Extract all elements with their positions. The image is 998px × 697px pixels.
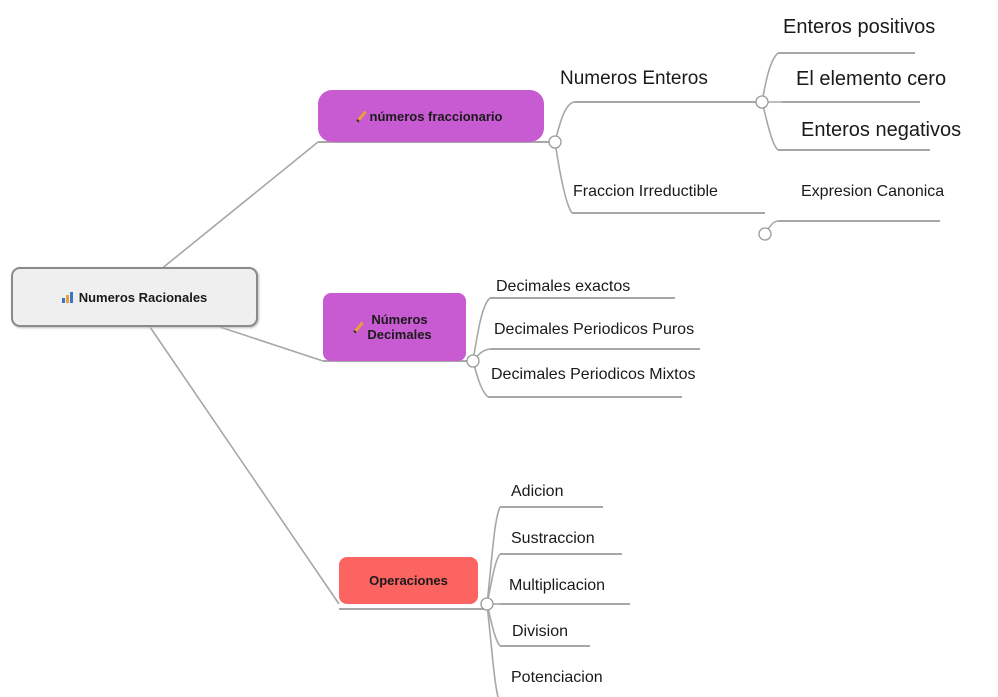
pencil-icon <box>353 321 365 333</box>
connector-enteros-positivos <box>761 52 779 103</box>
collapse-handle-fraccionario[interactable] <box>548 135 562 149</box>
topic-enteros-positivos[interactable]: Enteros positivos <box>783 16 936 38</box>
topic-division[interactable]: Division <box>512 623 569 640</box>
branch-label-line2: Decimales <box>367 327 432 342</box>
topic-fraccion-irreductible[interactable]: Fraccion Irreductible <box>573 183 718 200</box>
topic-numeros-enteros[interactable]: Numeros Enteros <box>560 68 708 89</box>
connector-root-decimales <box>219 326 324 362</box>
topic-sustraccion[interactable]: Sustraccion <box>511 530 595 547</box>
topic-decimales-periodicos-mixtos[interactable]: Decimales Periodicos Mixtos <box>491 366 696 383</box>
collapse-handle-fraccion-irreductible[interactable] <box>758 227 772 241</box>
topic-enteros-negativos[interactable]: Enteros negativos <box>801 119 962 141</box>
collapse-handle-operaciones[interactable] <box>480 597 494 611</box>
connector-enteros-negativos <box>761 101 779 151</box>
connector-dec-exactos <box>472 297 491 362</box>
branch-node-numeros-fraccionario[interactable]: números fraccionario <box>318 90 544 142</box>
chart-icon <box>61 291 73 303</box>
topic-potenciacion[interactable]: Potenciacion <box>511 669 603 686</box>
topic-multiplicacion[interactable]: Multiplicacion <box>509 577 606 594</box>
connector-fracc-irreductible <box>554 141 573 214</box>
topic-decimales-exactos[interactable]: Decimales exactos <box>496 278 631 295</box>
topic-expresion-canonica[interactable]: Expresion Canonica <box>801 183 945 200</box>
connector-root-operaciones <box>149 326 340 605</box>
connector-op-potenciacion <box>486 603 499 697</box>
pencil-icon <box>355 110 367 122</box>
branch-label: Números Decimales <box>367 312 431 342</box>
topic-elemento-cero[interactable]: El elemento cero <box>796 68 947 90</box>
root-node-label: Numeros Racionales <box>78 289 208 305</box>
collapse-handle-numeros-enteros[interactable] <box>755 95 769 109</box>
branch-node-numeros-decimales[interactable]: Números Decimales <box>323 293 466 361</box>
topic-adicion[interactable]: Adicion <box>511 483 564 500</box>
branch-label: números fraccionario <box>369 108 503 124</box>
connector-root-fraccionario <box>159 141 319 271</box>
branch-label: Operaciones <box>369 573 448 588</box>
branch-node-operaciones[interactable]: Operaciones <box>339 557 478 604</box>
root-node-numeros-racionales[interactable]: Numeros Racionales <box>11 267 258 327</box>
branch-label-line1: Números <box>371 312 428 327</box>
connector-op-adicion <box>486 506 501 605</box>
topic-decimales-periodicos-puros[interactable]: Decimales Periodicos Puros <box>494 321 695 338</box>
collapse-handle-decimales[interactable] <box>466 354 480 368</box>
